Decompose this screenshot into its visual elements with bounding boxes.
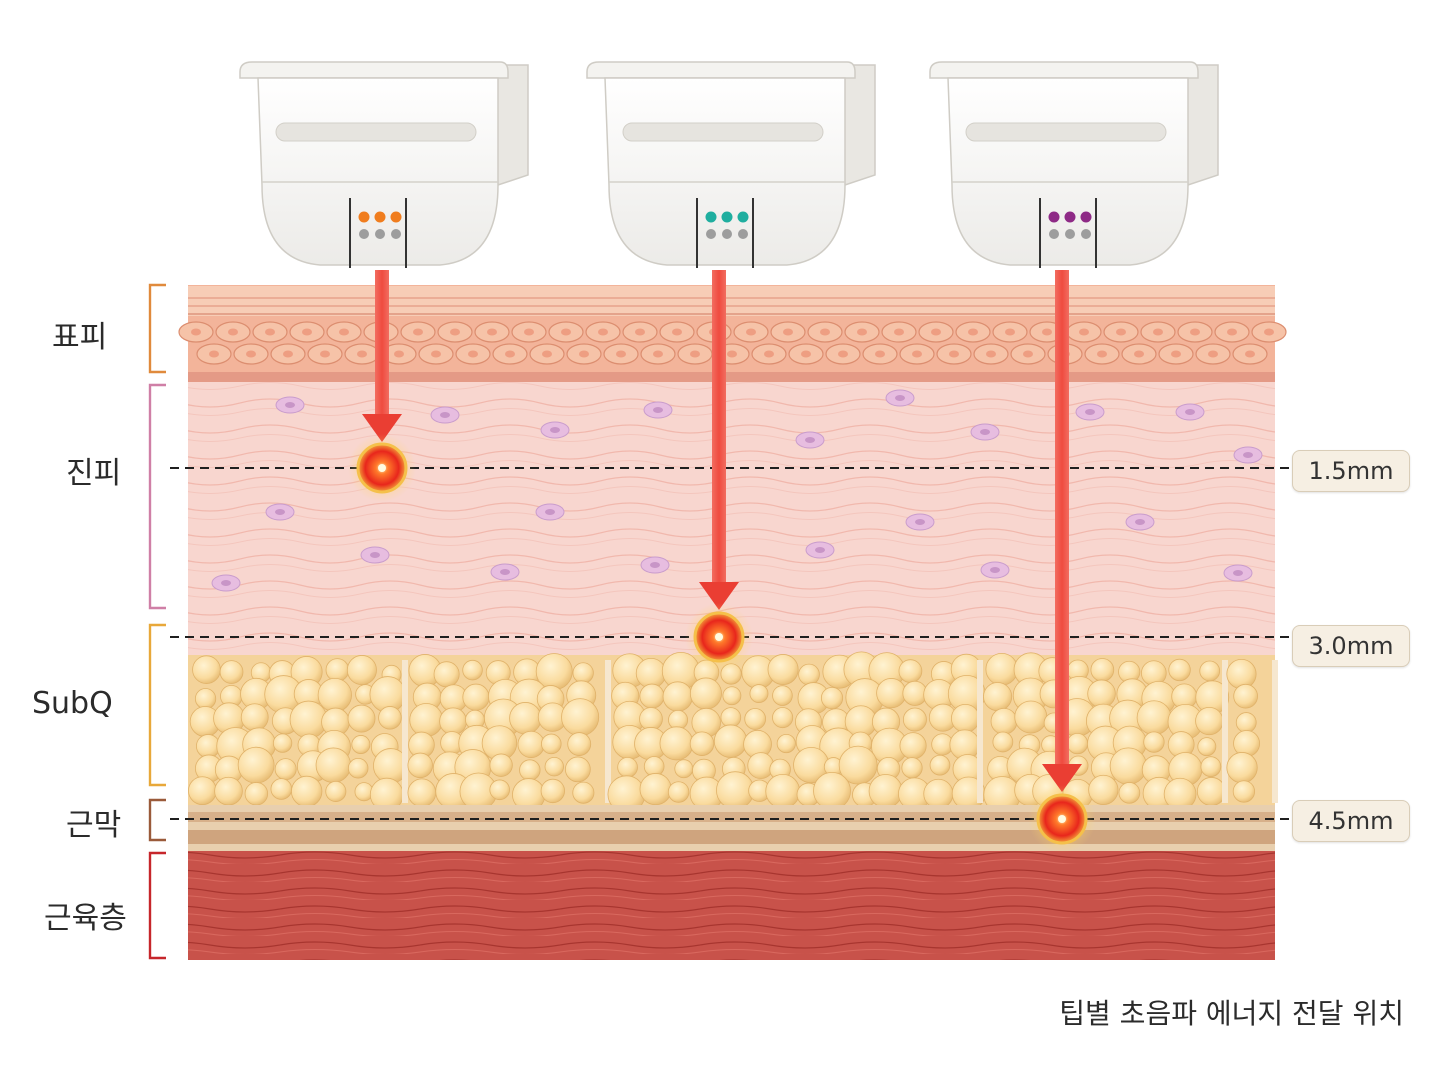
indicator-dot [737,211,749,223]
energy-beam-1 [375,270,389,416]
depth-tag-1-5mm: 1.5mm [1292,450,1410,492]
energy-beam-3 [1055,270,1069,766]
layer-label-epidermis: 표피 [52,320,108,355]
bracket-fascia [148,798,166,842]
transducer-2 [586,61,876,268]
layer-label-muscle: 근육층 [44,901,127,936]
bracket-subq [148,623,166,787]
indicator-dot [390,211,402,223]
bracket-dermis [148,383,166,610]
fascia-band [188,805,1275,851]
indicator-dot [1064,211,1076,223]
beam-arrowhead-1 [362,414,402,442]
layer-label-fascia: 근막 [66,808,122,843]
skin-layers [178,285,1287,960]
beam-arrowhead-3 [1042,764,1082,792]
indicator-dot [374,211,386,223]
layer-label-subq: SubQ [32,686,113,721]
indicator-dot [705,211,717,223]
transducer-3 [929,61,1219,268]
depth-tag-3-0mm: 3.0mm [1292,625,1410,667]
transducer-1 [239,61,529,268]
indicator-dot [721,211,733,223]
indicator-dot [1048,211,1060,223]
depth-tag-4-5mm: 4.5mm [1292,800,1410,842]
indicator-dot [358,211,370,223]
bracket-muscle [148,851,166,960]
caption: 팁별 초음파 에너지 전달 위치 [1059,997,1404,1030]
beam-arrowhead-2 [699,582,739,610]
layer-label-dermis: 진피 [66,456,122,491]
indicator-dot [1080,211,1092,223]
energy-beam-2 [712,270,726,584]
bracket-epidermis [148,283,166,374]
